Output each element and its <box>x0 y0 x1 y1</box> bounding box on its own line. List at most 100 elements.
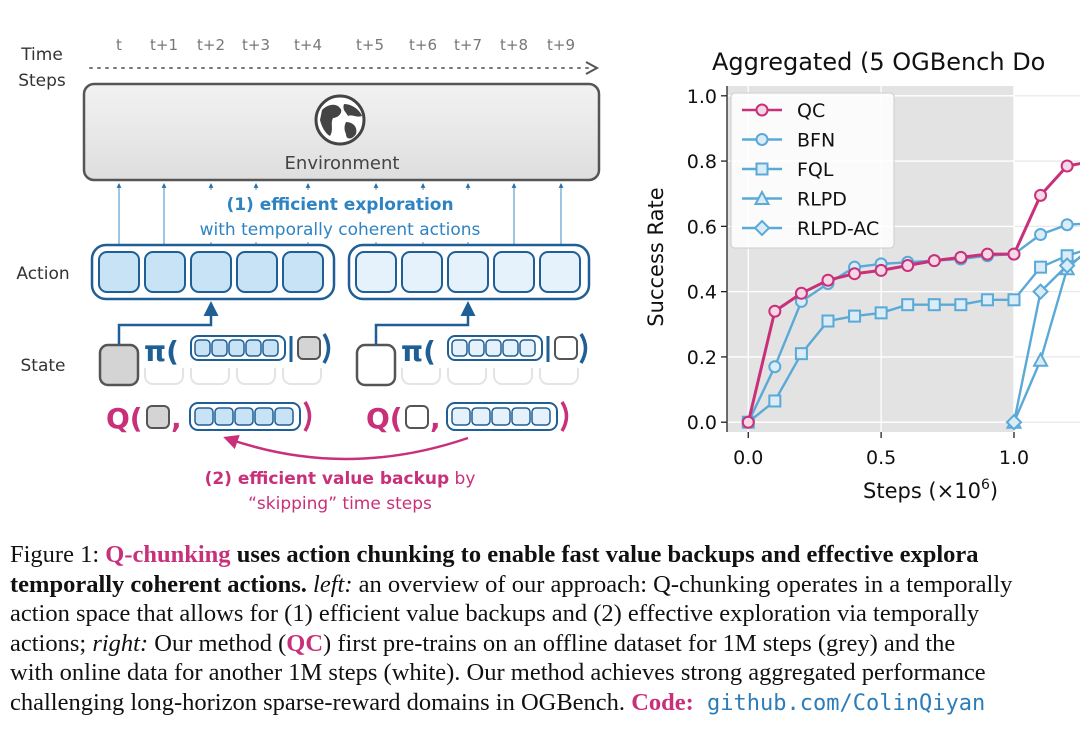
data-point-fql <box>927 298 941 312</box>
data-point-fql <box>1007 293 1021 307</box>
policy-arrow-2 <box>374 301 476 345</box>
legend-marker <box>753 219 771 237</box>
y-tick-label: 0.2 <box>687 347 717 369</box>
data-point-qc <box>1060 159 1074 173</box>
q-function-2: Q( , <box>366 401 569 435</box>
x-tick-label: 0.0 <box>733 447 763 469</box>
action-chunk-2 <box>347 243 591 301</box>
legend-marker <box>755 133 769 146</box>
data-point-fql <box>1034 260 1048 274</box>
legend-label: BFN <box>797 130 835 152</box>
data-point-bfn <box>768 360 782 374</box>
q-function-1: Q( , <box>106 401 312 435</box>
caption-text: challenging long-horizon sparse-reward d… <box>10 688 632 716</box>
data-point-qc <box>741 415 755 429</box>
y-axis-label: Success Rate <box>644 187 668 326</box>
time-tick: t+5 <box>356 36 384 54</box>
data-point-fql <box>954 298 968 312</box>
value-backup-title: (2) efficient value backup by <box>205 469 476 489</box>
data-point-fql <box>901 298 915 312</box>
x-tick-label: 1.0 <box>999 447 1029 469</box>
time-tick: t+2 <box>197 36 225 54</box>
svg-text:,: , <box>171 402 182 435</box>
data-point-fql <box>821 314 835 328</box>
data-point-qc <box>821 273 835 287</box>
method-name: Q-chunking <box>105 541 231 568</box>
time-tick: t+8 <box>500 36 528 54</box>
data-point-bfn <box>1034 228 1048 242</box>
data-point-qc <box>901 259 915 273</box>
policy-2: π( <box>400 332 592 368</box>
time-tick: t+9 <box>547 36 575 54</box>
data-point-qc <box>848 267 862 281</box>
y-tick-label: 0.8 <box>687 151 717 173</box>
chart-series-layer <box>741 159 1080 431</box>
legend-label: RLPD-AC <box>797 218 879 240</box>
y-tick-label: 0.0 <box>687 412 717 434</box>
data-point-fql <box>980 293 994 307</box>
caption-heading: uses action chunking to enable fast valu… <box>230 541 979 568</box>
q-symbol: Q( <box>106 402 143 435</box>
figure-caption: Figure 1: Q-chunking uses action chunkin… <box>10 540 1080 718</box>
data-point-rlpd-ac <box>1032 283 1049 301</box>
code-link[interactable]: github.com/ColinQiyan <box>693 690 986 716</box>
y-tick-label: 0.6 <box>687 216 717 238</box>
data-point-qc <box>768 304 782 318</box>
time-tick: t+6 <box>409 36 437 54</box>
policy-symbol: π( <box>401 335 436 368</box>
policy-symbol: π( <box>144 335 179 368</box>
action-row-label: Action <box>16 264 69 284</box>
series-line-rlpd-ac <box>1012 256 1080 423</box>
q-chunking-diagram: Time Steps t t+1 t+2 t+3 t+4 t+5 t+6 t+7… <box>16 36 601 514</box>
data-point-rlpd <box>1032 351 1049 367</box>
exploration-title: (1) efficient exploration <box>226 195 453 215</box>
legend-label: QC <box>797 100 825 122</box>
time-tick: t+3 <box>242 36 270 54</box>
time-steps-label-2: Steps <box>18 71 66 91</box>
caption-right-ref: right: <box>92 629 149 657</box>
legend-marker <box>755 162 769 176</box>
state-row-label: State <box>21 356 66 376</box>
y-tick-label: 0.4 <box>687 282 717 304</box>
caption-line-3: action space that allows for (1) efficie… <box>10 600 980 627</box>
x-tick-label: 0.5 <box>866 447 896 469</box>
caption-line-4: actions; right: Our method (QC) first pr… <box>10 629 1080 659</box>
data-point-rlpd-ac <box>1005 413 1023 431</box>
x-axis-label: Steps (×106) <box>863 477 998 503</box>
time-tick: t+7 <box>454 36 482 54</box>
series-line-rlpd <box>1012 255 1080 423</box>
caption-line-5: with online data for another 1M steps (w… <box>10 659 986 686</box>
data-point-qc <box>794 286 808 300</box>
data-point-qc <box>1034 188 1048 202</box>
caption-heading-2: temporally coherent actions. <box>10 570 307 598</box>
exploration-subtitle: with temporally coherent actions <box>200 220 481 240</box>
legend-marker <box>753 189 771 205</box>
legend-marker <box>755 103 769 117</box>
figure-label: Figure 1: <box>10 541 106 568</box>
data-point-rlpd-ac <box>1058 257 1076 274</box>
policy-arrow-1 <box>117 301 219 345</box>
svg-text:,: , <box>430 402 441 435</box>
y-tick-label: 1.0 <box>687 86 717 108</box>
data-point-qc <box>927 254 941 268</box>
chart-title: Aggregated (5 OGBench Do <box>712 48 1045 76</box>
exploration-text-bg <box>195 190 495 242</box>
success-rate-chart: 0.00.20.40.60.81.00.00.51.01.5 Aggregate… <box>644 48 1080 503</box>
legend-label: RLPD <box>797 189 847 211</box>
method-abbrev: QC <box>286 629 324 657</box>
caption-line-6: challenging long-horizon sparse-reward d… <box>10 688 1080 719</box>
data-point-fql <box>874 306 888 320</box>
data-point-qc <box>1007 247 1021 261</box>
caption-line-1: Figure 1: Q-chunking uses action chunkin… <box>10 540 1080 570</box>
data-point-qc <box>954 250 968 264</box>
action-chunk-1 <box>90 243 336 301</box>
data-point-fql <box>848 309 862 323</box>
caption-left-ref: left: <box>306 570 353 598</box>
time-steps-label: Time <box>20 45 63 65</box>
code-label: Code: <box>631 688 694 716</box>
environment-label: Environment <box>285 153 400 174</box>
time-arrow-head <box>585 61 600 75</box>
policy-1: π( <box>142 332 338 368</box>
